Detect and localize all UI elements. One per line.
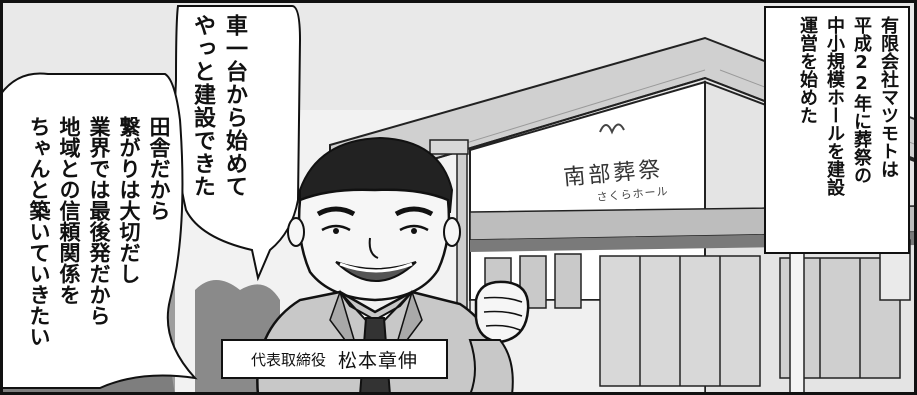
narration-box: 有限会社マツモトは 平成22年に葬祭の 中小規模ホールを建設 運営を始めた [764,6,910,254]
man-nose [368,237,379,259]
man-right-ear [443,217,461,247]
narration-line: 有限会社マツモトは [878,16,899,178]
speech-left-line: 業界では最後発だから [87,116,111,326]
speech-bubble-right [174,5,302,282]
name-plate-title: 代表取締役 [250,350,326,369]
man-right-eye [399,224,429,232]
speech-left-line: 地域との信頼関係を [57,116,81,305]
speech-right-line: やっと建設できた [190,14,215,198]
speech-left-line: 田舎だから [147,116,171,221]
narration-line: 中小規模ホールを建設 [824,16,845,196]
man-right-eyebrow [394,206,434,217]
speech-right-text: 車一台から始めて やっと建設できた [186,14,250,198]
sign-logo-icon [599,123,625,135]
speech-left-line: ちゃんと築いていきたい [27,116,51,347]
pillar [789,239,805,395]
man-left-eyebrow [316,206,356,217]
man-face [297,188,451,302]
speech-right-line: 車一台から始めて [222,14,247,198]
man-left-ear [287,217,305,247]
narration-text: 有限会社マツモトは 平成22年に葬祭の 中小規模ホールを建設 運営を始めた [794,16,902,196]
speech-left-text: 田舎だから 繋がりは大切だし 業界では最後発だから 地域との信頼関係を ちゃんと… [24,116,174,347]
name-plate-name: 松本章伸 [338,349,419,372]
man-left-eye [321,224,351,232]
speech-bubble-left [0,72,198,389]
windows [484,239,911,387]
narration-line: 運営を始めた [797,16,818,124]
speech-left-line: 繋がりは大切だし [117,116,141,284]
narration-line: 平成22年に葬祭の [851,16,872,184]
name-plate: 代表取締役 松本章伸 [221,339,448,379]
